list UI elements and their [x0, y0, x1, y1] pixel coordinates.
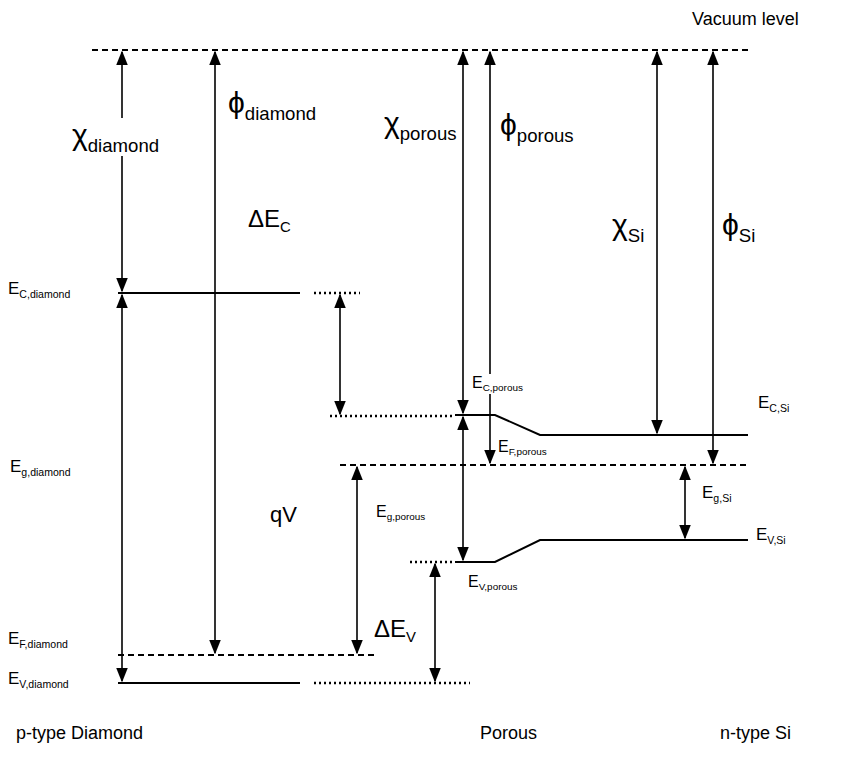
- symbol: E: [758, 393, 769, 412]
- subscript: g,diamond: [21, 466, 70, 478]
- band-label: χSi: [610, 208, 646, 246]
- fermi-line: [340, 464, 748, 466]
- diamond-ec-ext: [314, 292, 360, 295]
- band-label: ΔEV: [372, 616, 418, 646]
- symbol: χ: [72, 118, 88, 151]
- symbol: ΔE: [374, 615, 406, 642]
- diamond-ev: [118, 682, 300, 684]
- diamond-ec: [118, 292, 300, 294]
- symbol: χ: [384, 106, 400, 139]
- subscript: F,diamond: [19, 638, 68, 650]
- porous-ev-ext: [410, 561, 452, 564]
- band-label: EF,diamond: [6, 630, 70, 650]
- band-label: ϕdiamond: [226, 86, 318, 124]
- band-label: EC,Si: [756, 394, 791, 414]
- symbol: E: [8, 669, 19, 688]
- subscript: V,diamond: [19, 678, 68, 690]
- subscript: Si: [739, 225, 756, 246]
- band-label: EC,porous: [470, 374, 525, 394]
- phi-porous-arrow: [489, 52, 491, 463]
- subscript: g,Si: [713, 492, 731, 504]
- band-label: χdiamond: [70, 118, 161, 156]
- symbol: ϕ: [500, 108, 517, 141]
- band-label: ϕSi: [720, 208, 757, 246]
- band-label: EF,porous: [496, 438, 549, 458]
- band-label: Vacuum level: [690, 10, 801, 30]
- symbol: χ: [612, 208, 628, 241]
- band-label: EV,Si: [754, 526, 788, 546]
- band-label: n-type Si: [718, 724, 793, 744]
- subscript: C,diamond: [19, 288, 70, 300]
- band-label: EC,diamond: [6, 280, 72, 300]
- subscript: diamond: [88, 135, 159, 156]
- delta-ec-arrow: [339, 295, 341, 414]
- porous-si-ev: [455, 540, 748, 562]
- band-label: qV: [268, 503, 299, 527]
- subscript: g,porous: [387, 511, 426, 522]
- subscript: V,porous: [479, 581, 518, 592]
- subscript: porous: [400, 123, 457, 144]
- subscript: Si: [628, 225, 645, 246]
- subscript: diamond: [245, 103, 316, 124]
- band-label: χporous: [382, 106, 459, 144]
- band-label: Eg,Si: [700, 484, 734, 504]
- subscript: C: [280, 219, 291, 235]
- band-label: Porous: [478, 724, 539, 744]
- chi-si-arrow: [656, 52, 658, 433]
- subscript: V: [406, 629, 416, 645]
- phi-si-arrow: [712, 52, 714, 463]
- delta-ev-arrow: [434, 564, 436, 681]
- eg-si-arrow: [684, 467, 686, 538]
- band-label: EV,diamond: [6, 670, 71, 690]
- symbol: E: [468, 573, 479, 590]
- phi-diamond-arrow: [214, 52, 216, 653]
- symbol: E: [376, 503, 387, 520]
- symbol: E: [472, 374, 483, 391]
- symbol: E: [10, 457, 21, 476]
- symbol: E: [702, 483, 713, 502]
- subscript: V,Si: [767, 534, 785, 546]
- symbol: E: [756, 525, 767, 544]
- diamond-ev-ext: [314, 682, 470, 685]
- subscript: C,Si: [769, 402, 789, 414]
- subscript: porous: [517, 125, 574, 146]
- porous-si-ec: [455, 415, 748, 435]
- band-label: EV,porous: [466, 573, 519, 593]
- band-label: ΔEC: [246, 206, 293, 236]
- vacuum-line: [92, 49, 748, 51]
- diamond-ef: [118, 654, 375, 656]
- subscript: F,porous: [509, 446, 547, 457]
- symbol: E: [498, 438, 509, 455]
- symbol: E: [8, 279, 19, 298]
- qv-arrow: [356, 467, 358, 653]
- porous-ec-ext: [330, 415, 452, 418]
- symbol: E: [8, 629, 19, 648]
- symbol: ϕ: [228, 86, 245, 119]
- band-label: Eg,diamond: [8, 458, 73, 478]
- chi-diamond-arrow: [121, 52, 123, 291]
- band-label: Eg,porous: [374, 503, 427, 523]
- subscript: C,porous: [483, 382, 523, 393]
- symbol: ϕ: [722, 208, 739, 241]
- chi-porous-arrow: [462, 52, 464, 413]
- eg-diamond-arrow: [121, 295, 123, 681]
- eg-porous-arrow: [462, 417, 464, 560]
- symbol: ΔE: [248, 205, 280, 232]
- band-label: p-type Diamond: [14, 724, 145, 744]
- band-label: ϕporous: [498, 108, 576, 146]
